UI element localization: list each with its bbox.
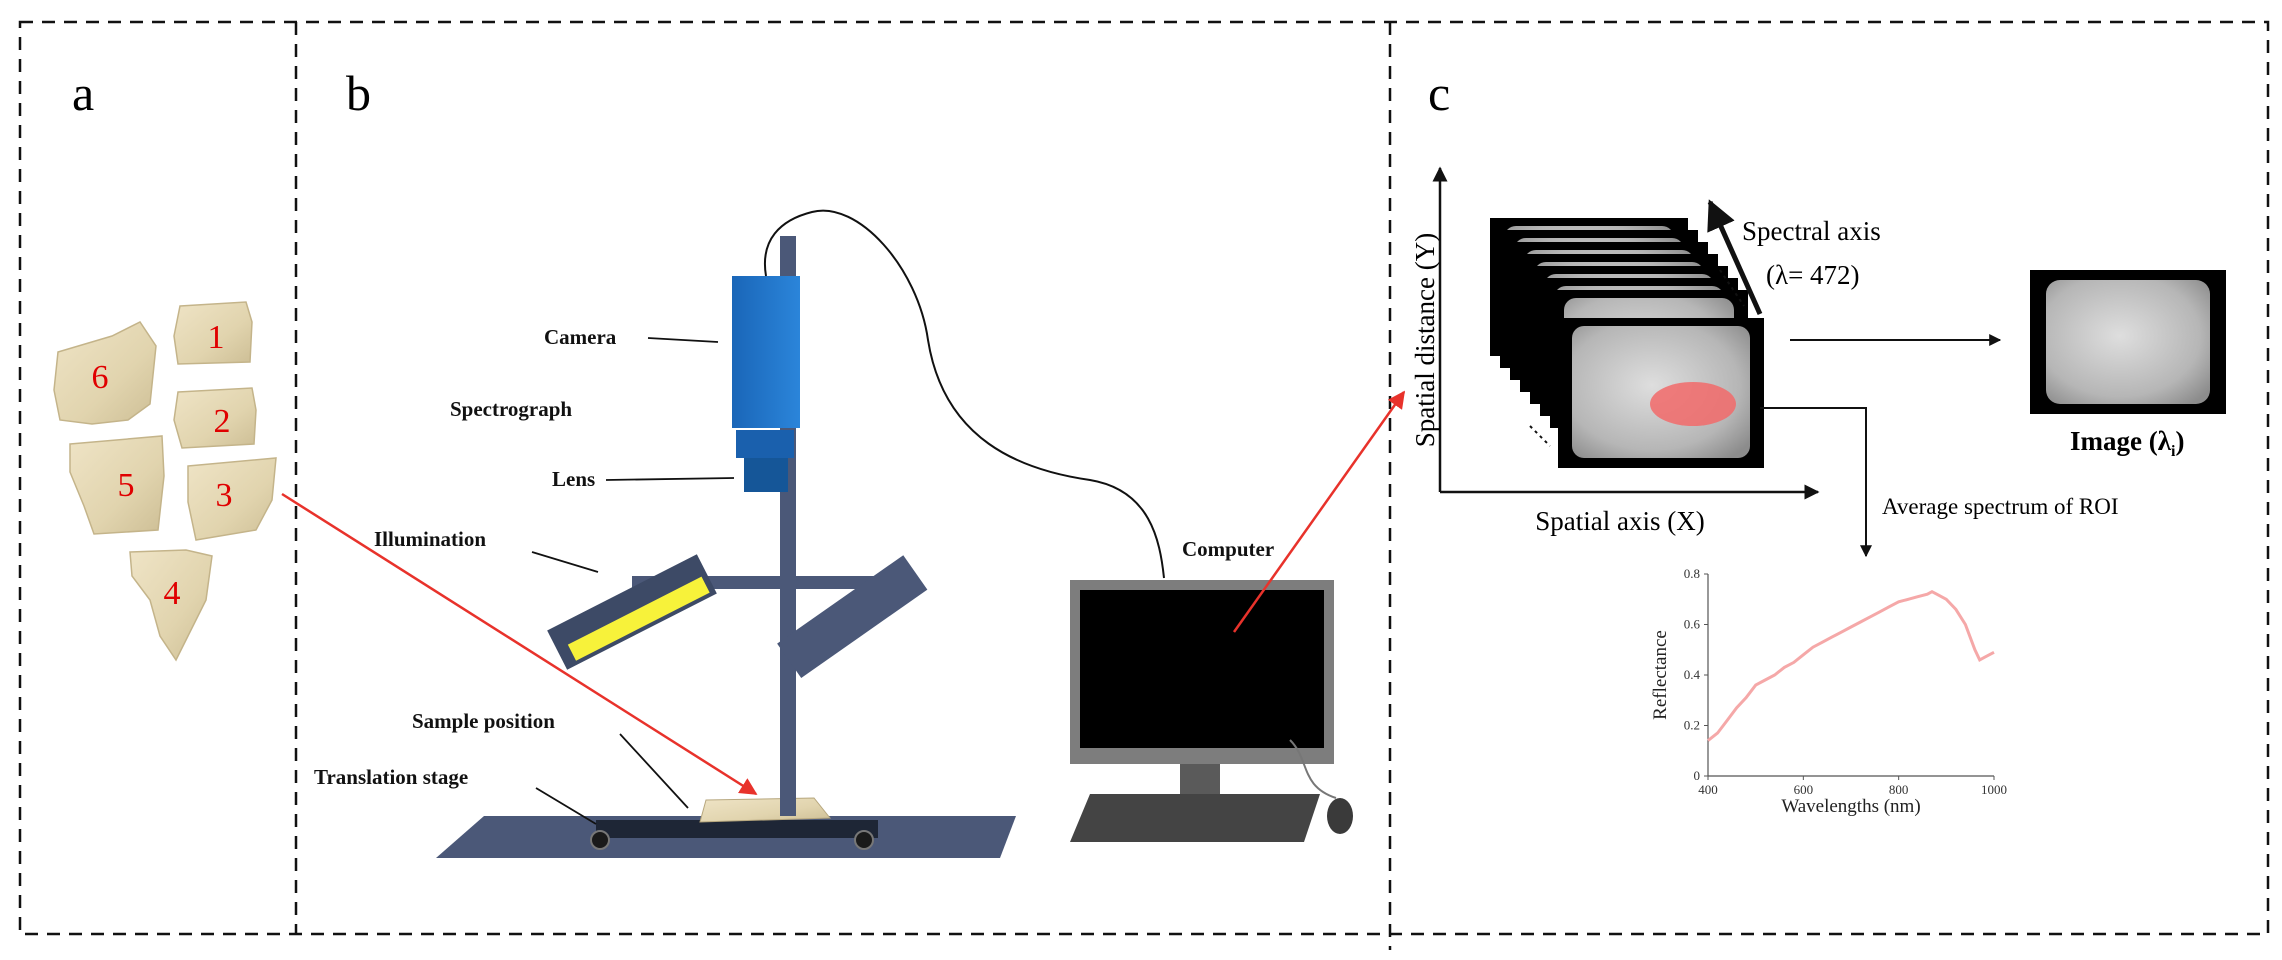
imaging-rig (436, 209, 1165, 858)
mouse (1327, 798, 1353, 834)
stage-wheel-right (854, 830, 874, 850)
spectrum-series-line (1707, 590, 1995, 742)
sample-to-stage-arrow (281, 492, 758, 796)
chart-y-tick-label: 0 (1694, 768, 1701, 783)
fish-piece-1 (173, 301, 253, 365)
label-spectrograph: Spectrograph (450, 397, 572, 421)
chart-y-axis-label: Reflectance (1650, 630, 1671, 720)
panel-borders (18, 20, 2270, 950)
fish-piece-2 (173, 387, 257, 449)
mouse-cable (1289, 739, 1337, 799)
fish-samples (53, 301, 277, 662)
fish-piece-4 (129, 549, 213, 662)
chart-x-tick-label: 800 (1889, 782, 1909, 797)
computer-to-data-arrow (1232, 390, 1406, 633)
chart-x-tick-label: 400 (1698, 782, 1718, 797)
chart-y-tick-label: 0.2 (1684, 718, 1700, 733)
roi-label: Average spectrum of ROI (1882, 494, 2119, 519)
fish-piece-6 (53, 321, 157, 425)
roi-arrow (1760, 407, 1872, 558)
panel-letter-b: b (346, 65, 371, 121)
outer-dashed-border (18, 20, 2270, 936)
rig-labels: Camera Spectrograph Lens Illumination Sa… (314, 325, 1274, 789)
sample-number-6: 6 (92, 359, 109, 396)
chart-x-tick-label: 1000 (1981, 782, 2007, 797)
fish-piece-3 (187, 457, 277, 541)
roi-ellipse (1650, 382, 1736, 426)
label-camera: Camera (544, 325, 617, 349)
leader-illumination (531, 551, 599, 573)
sample-numbers: 1 2 3 4 5 6 (92, 319, 233, 612)
label-sample-position: Sample position (412, 709, 555, 733)
label-computer: Computer (1182, 537, 1274, 561)
hypercube-stack (1490, 218, 1764, 468)
leader-lines (531, 337, 735, 825)
sample-number-5: 5 (118, 467, 135, 504)
leader-translation-stage (535, 787, 597, 825)
label-lens: Lens (552, 467, 595, 491)
label-translation-stage: Translation stage (314, 765, 468, 789)
stage-wheel-left (590, 830, 610, 850)
panel-letter-a: a (72, 65, 94, 121)
chart-y-tick-label: 0.4 (1684, 667, 1701, 682)
spectral-axis-arrow (1707, 199, 1763, 316)
chart-y-tick-label: 0.6 (1684, 617, 1701, 632)
lens-block (744, 458, 788, 492)
chart-y-tick-label: 0.8 (1684, 566, 1700, 581)
sample-number-1: 1 (208, 319, 225, 356)
illumination-right (777, 555, 928, 678)
leader-sample (619, 733, 689, 809)
keyboard (1070, 794, 1320, 842)
sample-number-4: 4 (164, 575, 181, 612)
sample-number-2: 2 (214, 403, 231, 440)
single-band-image (2030, 270, 2226, 414)
chart-x-axis-label: Wavelengths (nm) (1781, 796, 1920, 817)
computer (1070, 580, 1353, 842)
spectral-axis-value: (λ= 472) (1766, 260, 1860, 290)
stack-dots-bottom (1529, 425, 1551, 447)
camera-body (732, 276, 800, 428)
camera-cable (763, 209, 1165, 579)
chart-x-tick-label: 600 (1794, 782, 1814, 797)
spectral-axis-label: Spectral axis (1742, 216, 1881, 246)
leader-camera (647, 337, 719, 343)
leader-lens (605, 477, 735, 481)
fish-piece-5 (69, 435, 165, 535)
illumination-left (547, 554, 717, 670)
x-axis-label: Spatial axis (X) (1535, 506, 1704, 536)
sample-number-3: 3 (216, 477, 233, 514)
monitor-screen (1080, 590, 1324, 748)
spectrograph-block (736, 430, 794, 458)
sample-on-stage (699, 797, 832, 823)
stack-dots-top (1719, 269, 1745, 307)
panel-letter-c: c (1428, 65, 1450, 121)
image-label: Image (λi) (2070, 426, 2184, 460)
y-axis-label: Spatial distance (Y) (1410, 233, 1440, 447)
translation-stage-rail (596, 820, 878, 838)
label-illumination: Illumination (374, 527, 486, 551)
